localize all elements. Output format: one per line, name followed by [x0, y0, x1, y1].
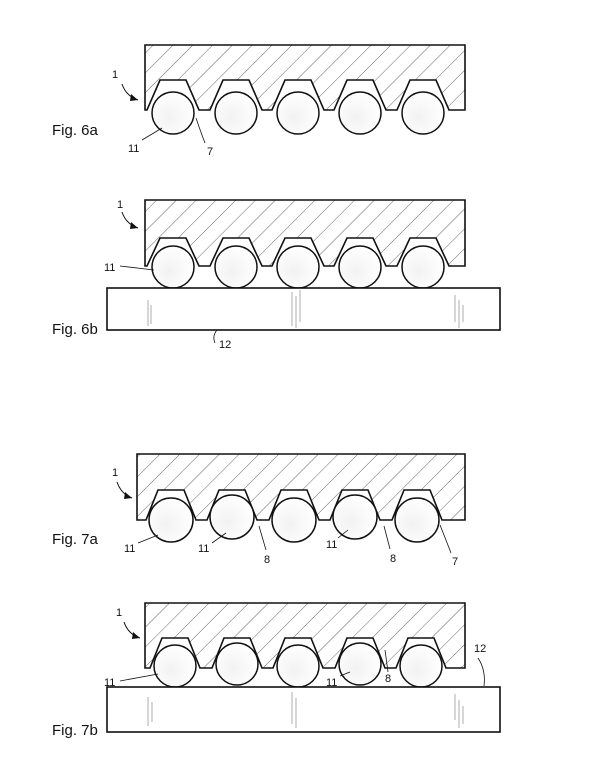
solder-ball: [276, 644, 320, 688]
solder-ball: [401, 91, 445, 135]
fig-caption: Fig. 6a: [52, 122, 99, 139]
solder-ball: [153, 644, 197, 688]
solder-ball: [399, 644, 443, 688]
solder-balls: [153, 642, 443, 688]
leader-11: [337, 529, 349, 539]
figure-7a: 1 11 11 8 11 8 7 Fig. 7a: [52, 453, 466, 568]
label-8: 8: [385, 673, 391, 685]
solder-ball: [276, 245, 320, 289]
leader-11: [119, 265, 155, 271]
solder-ball: [338, 245, 382, 289]
leader-11: [339, 671, 351, 677]
solder-ball: [338, 642, 382, 686]
label-11: 11: [128, 143, 139, 155]
leader-12: [477, 657, 485, 687]
figure-6b: 1 11 12 Fig. 6b: [52, 199, 501, 351]
label-1: 1: [112, 69, 118, 81]
leader-11: [119, 673, 159, 682]
arrowhead: [124, 492, 132, 499]
solder-ball: [214, 91, 258, 135]
label-8: 8: [264, 554, 270, 566]
label-11: 11: [326, 677, 337, 689]
label-1: 1: [117, 199, 123, 211]
solder-ball: [271, 497, 317, 543]
label-11: 11: [124, 543, 135, 555]
label-1: 1: [116, 607, 122, 619]
substrate-texture: [147, 290, 464, 328]
label-7: 7: [452, 556, 458, 568]
fig-caption: Fig. 6b: [52, 321, 98, 338]
leader-8: [258, 525, 267, 551]
arrowhead: [130, 222, 138, 229]
leader-7: [439, 524, 452, 554]
arrowhead: [132, 632, 140, 639]
fig-caption: Fig. 7b: [52, 722, 98, 739]
label-1: 1: [112, 467, 118, 479]
fig-caption: Fig. 7a: [52, 531, 99, 548]
substrate: [106, 686, 501, 733]
label-12: 12: [219, 339, 231, 351]
solder-ball: [215, 642, 259, 686]
solder-ball: [151, 245, 195, 289]
carrier-body: [136, 453, 466, 521]
label-11: 11: [326, 539, 337, 551]
leader-11: [137, 534, 159, 544]
leader-8: [383, 525, 391, 550]
leader-7: [195, 117, 206, 144]
leader-8: [384, 649, 389, 673]
solder-ball: [148, 497, 194, 543]
label-12: 12: [474, 643, 486, 655]
substrate: [106, 287, 501, 331]
carrier-body: [144, 44, 466, 111]
solder-ball: [394, 497, 440, 543]
solder-ball: [338, 91, 382, 135]
solder-ball: [151, 91, 195, 135]
solder-balls: [151, 245, 445, 289]
arrowhead: [130, 94, 138, 101]
arrow-1: [121, 83, 139, 101]
carrier-body: [144, 199, 466, 267]
arrow-1: [121, 211, 139, 229]
figure-6a: 1 11 7 Fig. 6a: [52, 44, 466, 158]
label-11: 11: [104, 677, 115, 689]
solder-balls: [151, 91, 445, 135]
solder-ball: [209, 494, 255, 540]
figure-7b: 1 11 11 8 12 Fig. 7b: [52, 602, 501, 739]
substrate-texture: [147, 692, 464, 728]
leader-11: [211, 532, 227, 544]
leader-11: [141, 127, 163, 141]
label-7: 7: [207, 146, 213, 158]
label-8: 8: [390, 553, 396, 565]
label-11: 11: [104, 262, 115, 274]
arrow-1: [123, 621, 141, 639]
solder-ball: [332, 494, 378, 540]
solder-ball: [401, 245, 445, 289]
solder-ball: [214, 245, 258, 289]
leader-12: [213, 329, 218, 344]
solder-ball: [276, 91, 320, 135]
solder-balls: [148, 494, 440, 543]
label-11: 11: [198, 543, 209, 555]
